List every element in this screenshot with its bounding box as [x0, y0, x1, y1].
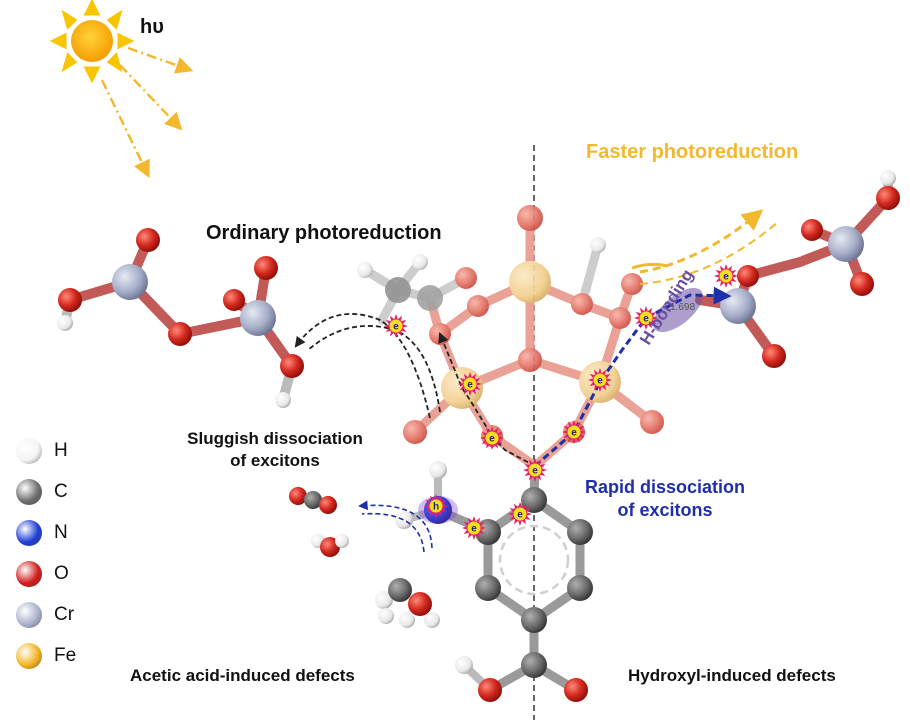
electron-marker: e	[714, 264, 738, 288]
sluggish-line-1: Sluggish dissociation	[187, 429, 363, 448]
svg-text:e: e	[489, 434, 495, 445]
legend-item-fe: Fe	[14, 637, 104, 678]
atom-n-icon	[16, 520, 42, 546]
electron-marker: e	[480, 426, 504, 450]
rapid-arrows	[534, 286, 732, 468]
electron-marker: e	[462, 516, 486, 540]
rapid-line-1: Rapid dissociation	[584, 477, 746, 497]
atom-fe-icon	[16, 643, 42, 669]
svg-text:h: h	[433, 502, 439, 513]
atom-cr-icon	[16, 602, 42, 628]
hole-arrow	[358, 500, 433, 549]
electron-marker: e	[458, 372, 482, 396]
cr-complex-left	[57, 228, 304, 408]
svg-text:e: e	[643, 314, 649, 325]
svg-text:e: e	[723, 272, 729, 283]
legend-label-fe: Fe	[54, 645, 77, 666]
svg-text:e: e	[467, 380, 473, 391]
legend-item-n: N	[14, 514, 104, 555]
electron-marker: e	[523, 458, 547, 482]
electron-marker: e	[588, 368, 612, 392]
sluggish-line-2: of excitons	[230, 451, 320, 470]
legend-item-o: O	[14, 555, 104, 596]
svg-text:e: e	[532, 466, 538, 477]
faster-photoreduction-label: Faster photoreduction	[586, 141, 799, 163]
atom-h-icon	[16, 438, 42, 464]
electron-marker: e	[562, 420, 586, 444]
electron-marker: e	[634, 306, 658, 330]
sluggish-dissociation-label: Sluggish dissociation of excitons	[160, 428, 390, 472]
legend-item-h: H	[14, 432, 104, 473]
photon-label: hυ	[140, 16, 164, 38]
rapid-line-2: of excitons	[617, 500, 713, 520]
acetic-defects-label: Acetic acid-induced defects	[130, 666, 355, 685]
svg-text:e: e	[393, 322, 399, 333]
legend-label-o: O	[54, 563, 69, 584]
small-molecules	[289, 487, 440, 628]
h-bond-highlight	[653, 287, 703, 333]
legend-label-c: C	[54, 481, 68, 502]
legend-item-c: C	[14, 473, 104, 514]
svg-text:e: e	[597, 376, 603, 387]
ordinary-photoreduction-label: Ordinary photoreduction	[206, 222, 442, 244]
faster-arrow	[639, 209, 764, 274]
bond-length-label: 1.698	[670, 302, 696, 313]
svg-text:e: e	[471, 524, 477, 535]
atom-c-icon	[16, 479, 42, 505]
svg-text:e: e	[517, 510, 523, 521]
electron-marker: e	[384, 314, 408, 338]
electron-markers: e e e e e e e e e e h	[384, 264, 738, 540]
legend-item-cr: Cr	[14, 596, 104, 637]
rapid-dissociation-label: Rapid dissociation of excitons	[558, 476, 772, 522]
legend-label-n: N	[54, 522, 68, 543]
svg-text:e: e	[571, 428, 577, 439]
hydroxyl-defects-label: Hydroxyl-induced defects	[628, 666, 836, 685]
hole-marker: h	[424, 494, 448, 518]
sun-icon	[49, 0, 135, 84]
electron-marker: e	[508, 502, 532, 526]
legend-label-h: H	[54, 440, 68, 461]
atom-o-icon	[16, 561, 42, 587]
legend-label-cr: Cr	[54, 604, 75, 625]
light-rays	[100, 46, 194, 179]
